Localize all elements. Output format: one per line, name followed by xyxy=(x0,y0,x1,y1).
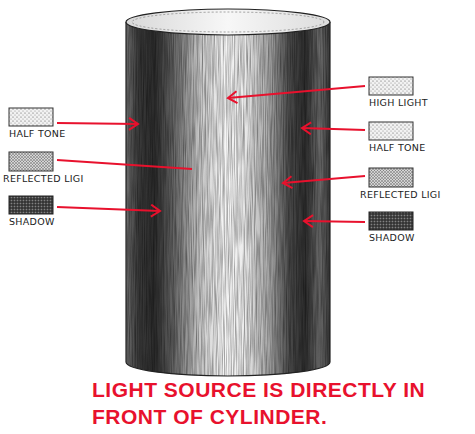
shadow-swatch xyxy=(9,196,53,214)
reflected-light-swatch xyxy=(369,168,413,187)
cylinder-top xyxy=(126,9,330,35)
half-tone-swatch xyxy=(369,122,413,140)
part-label: REFLECTED LIGI xyxy=(3,173,84,185)
high-light-swatch xyxy=(369,77,413,95)
pointer-arrow xyxy=(302,128,365,130)
pointer-arrow xyxy=(57,123,138,124)
reflected-light-swatch xyxy=(9,152,53,171)
cylinder-top-hatch xyxy=(132,12,324,32)
part-label: REFLECTED LIGI xyxy=(360,189,441,201)
pointer-arrow xyxy=(228,86,365,98)
caption-text: LIGHT SOURCE IS DIRECTLY IN FRONT OF CYL… xyxy=(92,376,427,430)
pointer-line xyxy=(57,160,192,169)
cylinder-outline xyxy=(126,22,330,376)
pointer-arrow xyxy=(57,207,160,211)
pointer-arrow xyxy=(304,221,365,222)
part-label: HALF TONE xyxy=(369,142,426,154)
shadow-swatch xyxy=(369,212,413,230)
part-label: HIGH LIGHT xyxy=(369,97,428,109)
half-tone-swatch xyxy=(9,108,53,126)
part-label: SHADOW xyxy=(9,216,55,228)
part-label: HALF TONE xyxy=(9,128,66,140)
cylinder-hatching xyxy=(120,10,340,390)
pointer-arrow xyxy=(283,176,365,183)
part-label: SHADOW xyxy=(369,232,415,244)
